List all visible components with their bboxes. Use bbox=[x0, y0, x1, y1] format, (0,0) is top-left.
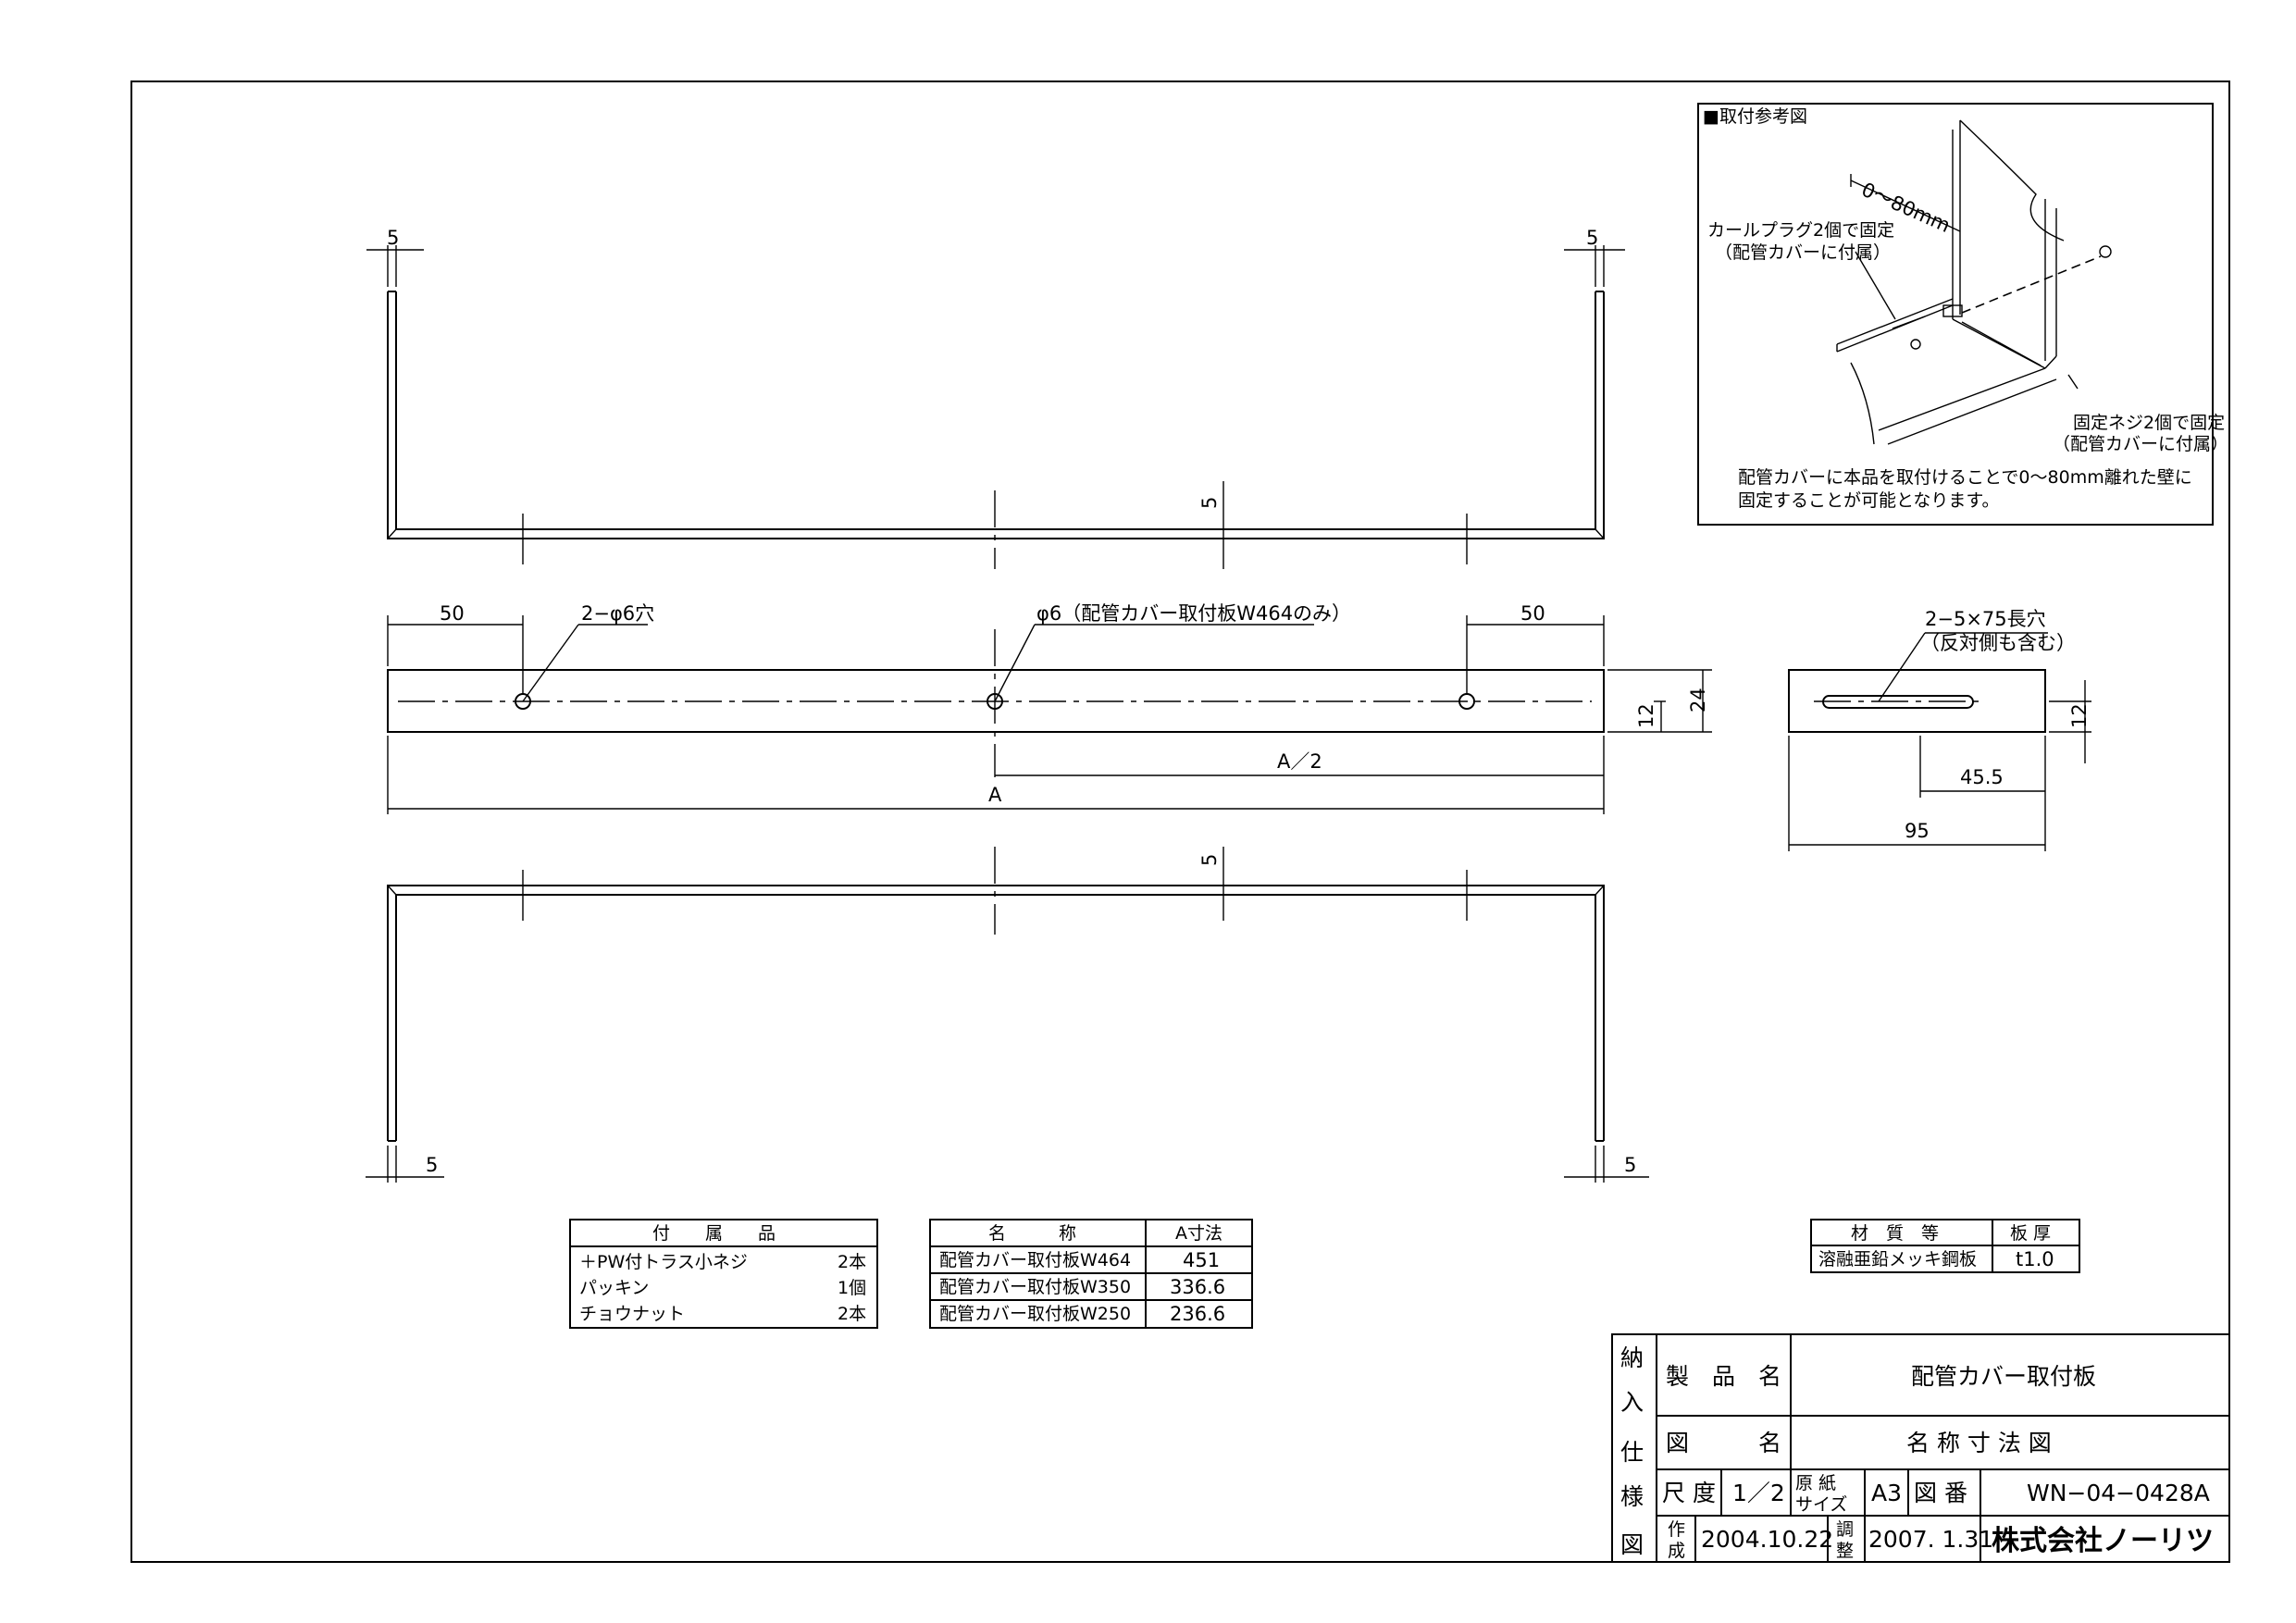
title-block: 納 入 仕 様 図 製 品 名 配管カバー取付板 図 名 名 称 寸 法 図 尺… bbox=[1611, 1333, 2230, 1563]
reference-screw-line2: （配管カバーに付属） bbox=[2053, 434, 2228, 454]
scale-value: 1／2 bbox=[1732, 1480, 1785, 1506]
dim-half-12: 12 bbox=[1635, 703, 1657, 728]
reference-plug-line1: カールプラグ2個で固定 bbox=[1707, 220, 1894, 241]
dim-side-95: 95 bbox=[1905, 820, 1930, 842]
vertical-label-4: 様 bbox=[1620, 1483, 1644, 1510]
accessory-qty-1: 2本 bbox=[838, 1252, 866, 1272]
adjust-label-1: 調 bbox=[1836, 1519, 1854, 1540]
size-name-1: 配管カバー取付板W464 bbox=[939, 1250, 1131, 1270]
accessories-header: 付 属 品 bbox=[652, 1223, 776, 1244]
made-label-2: 成 bbox=[1668, 1541, 1685, 1561]
adjust-date: 2007. 1.31 bbox=[1868, 1526, 1993, 1553]
hole-center bbox=[987, 693, 1003, 710]
dim-left-50: 50 bbox=[440, 602, 465, 625]
dim-center-hole: φ6（配管カバー取付板W464のみ） bbox=[1036, 602, 1351, 625]
reference-plug-line2: （配管カバーに付属） bbox=[1715, 242, 1891, 263]
sizes-header-a: A寸法 bbox=[1175, 1223, 1222, 1244]
thickness-header: 板 厚 bbox=[2010, 1223, 2051, 1244]
adjust-label-2: 整 bbox=[1836, 1541, 1854, 1561]
size-name-2: 配管カバー取付板W350 bbox=[939, 1277, 1131, 1297]
accessory-item-1: ＋PW付トラス小ネジ bbox=[579, 1252, 748, 1272]
size-a-1: 451 bbox=[1183, 1249, 1220, 1271]
dim-top-left-5: 5 bbox=[387, 227, 399, 249]
dim-total-a: A bbox=[988, 784, 1002, 806]
dim-holes: 2−φ6穴 bbox=[581, 602, 654, 625]
reference-note-line1: 配管カバーに本品を取付けることで0〜80mm離れた壁に bbox=[1738, 467, 2192, 488]
dim-slot: 2−5×75長穴 bbox=[1925, 608, 2046, 630]
size-name-3: 配管カバー取付板W250 bbox=[939, 1304, 1131, 1324]
vertical-label-2: 入 bbox=[1620, 1389, 1644, 1416]
accessory-item-2: パッキン bbox=[579, 1278, 649, 1298]
product-label: 製 品 名 bbox=[1666, 1363, 1781, 1390]
reference-title: ■取付参考図 bbox=[1703, 106, 1807, 127]
vertical-label-3: 仕 bbox=[1620, 1439, 1644, 1466]
accessory-item-3: チョウナット bbox=[579, 1304, 685, 1324]
drawing-number: WN−04−0428A bbox=[2027, 1480, 2210, 1506]
installation-reference: ■取付参考図 0〜80mm カールプラグ2個で固定 （配管カバーに付属） 固定ネ… bbox=[1697, 103, 2228, 526]
sizes-table: 名 称 A寸法 配管カバー取付板W464 451 配管カバー取付板W350 33… bbox=[929, 1219, 1253, 1329]
company-name: 株式会社ノーリツ bbox=[1992, 1525, 2214, 1557]
dim-height-24: 24 bbox=[1687, 688, 1709, 712]
dim-bottom-mid-5: 5 bbox=[1198, 854, 1221, 866]
material-value: 溶融亜鉛メッキ鋼板 bbox=[1818, 1249, 1977, 1270]
accessories-table: 付 属 品 ＋PW付トラス小ネジ 2本 パッキン 1個 チョウナット 2本 bbox=[569, 1219, 878, 1329]
bottom-view: 5 5 5 bbox=[366, 847, 1649, 1183]
product-name: 配管カバー取付板 bbox=[1911, 1363, 2096, 1390]
material-header: 材 質 等 bbox=[1851, 1223, 1939, 1244]
vertical-label-5: 図 bbox=[1620, 1531, 1644, 1558]
dim-slot-note: （反対側も含む） bbox=[1920, 632, 2076, 654]
scale-label: 尺 度 bbox=[1662, 1480, 1716, 1506]
sizes-header-name: 名 称 bbox=[988, 1223, 1076, 1244]
dim-bottom-left-5: 5 bbox=[426, 1154, 438, 1176]
dim-side-45-5: 45.5 bbox=[1960, 766, 2004, 788]
paper-label-1: 原 紙 bbox=[1795, 1473, 1836, 1493]
made-label-1: 作 bbox=[1668, 1519, 1685, 1540]
reference-note-line2: 固定することが可能となります。 bbox=[1738, 490, 2000, 511]
dim-side-12: 12 bbox=[2068, 703, 2091, 728]
made-date: 2004.10.22 bbox=[1701, 1526, 1833, 1553]
number-label: 図 番 bbox=[1914, 1480, 1967, 1506]
paper-size: A3 bbox=[1871, 1480, 1902, 1506]
thickness-value: t1.0 bbox=[2016, 1248, 2054, 1270]
accessory-qty-2: 1個 bbox=[838, 1278, 866, 1298]
dim-top-right-5: 5 bbox=[1586, 227, 1598, 249]
dim-half-a: A／2 bbox=[1277, 750, 1322, 773]
drawing-label: 図 名 bbox=[1666, 1430, 1781, 1456]
vertical-label-1: 納 bbox=[1620, 1344, 1644, 1371]
side-view: 2−5×75長穴 （反対側も含む） 12 45.5 95 bbox=[1788, 608, 2091, 851]
top-view: 5 5 5 bbox=[366, 227, 1625, 569]
sheet-border bbox=[130, 81, 2230, 1563]
dim-bottom-right-5: 5 bbox=[1624, 1154, 1636, 1176]
size-a-3: 236.6 bbox=[1170, 1303, 1225, 1325]
accessory-qty-3: 2本 bbox=[838, 1304, 866, 1324]
paper-label-2: サイズ bbox=[1795, 1494, 1847, 1515]
reference-screw-line1: 固定ネジ2個で固定 bbox=[2073, 413, 2225, 433]
dim-top-mid-5: 5 bbox=[1198, 497, 1221, 509]
drawing-name: 名 称 寸 法 図 bbox=[1906, 1430, 2052, 1456]
material-table: 材 質 等 板 厚 溶融亜鉛メッキ鋼板 t1.0 bbox=[1810, 1219, 2080, 1273]
size-a-2: 336.6 bbox=[1170, 1276, 1225, 1298]
dim-right-50: 50 bbox=[1520, 602, 1545, 625]
plan-view: 50 50 2−φ6穴 φ6（配管カバー取付板W464のみ） 24 12 A／2… bbox=[387, 602, 1712, 814]
